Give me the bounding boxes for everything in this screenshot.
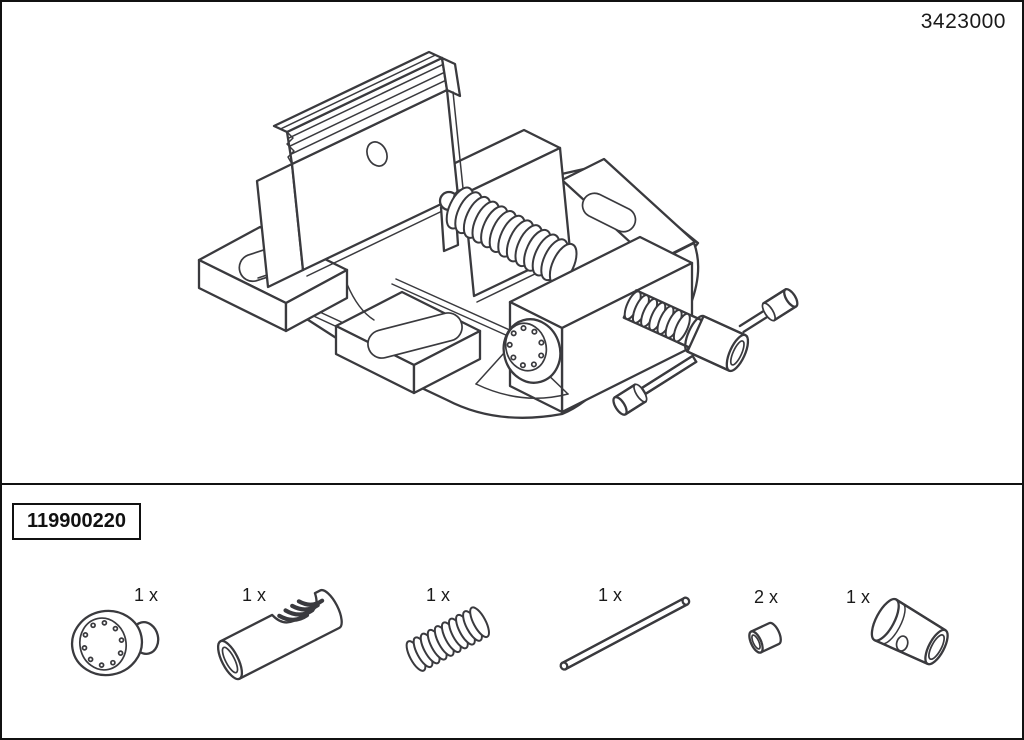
part-qty-label: 1 x [242, 585, 267, 605]
kit-number-box: 119900220 [12, 503, 142, 540]
knurled-dial [502, 318, 562, 384]
spring-sleeve-icon [216, 588, 343, 681]
document-number: 3423000 [920, 10, 1006, 33]
spindle-bushing-icon [870, 597, 949, 666]
fixed-jaw [255, 50, 462, 289]
part-qty-label: 1 x [426, 585, 451, 605]
compression-spring-icon [405, 606, 490, 672]
part-qty-label: 2 x [754, 587, 779, 607]
panel-divider [2, 483, 1022, 485]
spindle-screw [622, 289, 750, 373]
handle-end-cap-icon [748, 621, 782, 654]
part-qty-label: 1 x [846, 587, 871, 607]
part-qty-label: 1 x [598, 585, 623, 605]
part-qty-label: 1 x [134, 585, 159, 605]
handle-rod-icon [559, 596, 691, 671]
vise-drawing [197, 50, 799, 419]
knurled-knob-icon [70, 609, 160, 677]
tommy-bar [612, 288, 799, 416]
lead-screw-spring [438, 186, 578, 286]
